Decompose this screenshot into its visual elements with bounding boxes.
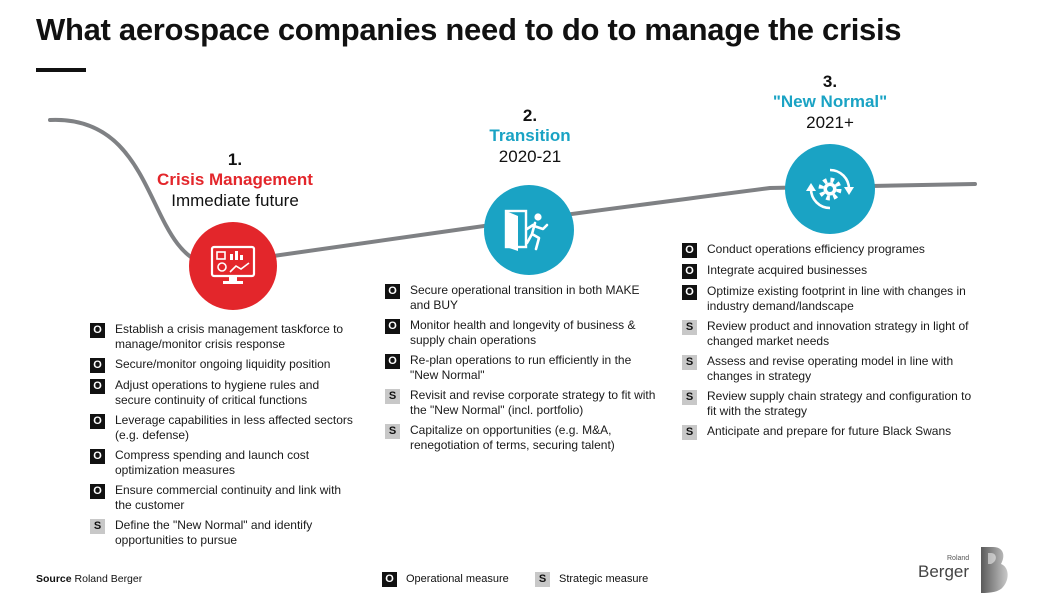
legend-operational: O Operational measure	[382, 571, 509, 587]
measure-type-badge: O	[385, 319, 400, 334]
measure-type-badge: S	[90, 519, 105, 534]
dashboard-monitor-icon	[210, 245, 256, 284]
measure-text: Revisit and revise corporate strategy to…	[410, 388, 656, 417]
measure-type-badge: S	[682, 425, 697, 440]
measure-text: Capitalize on opportunities (e.g. M&A, r…	[410, 423, 615, 452]
measure-item: S Revisit and revise corporate strategy t…	[385, 388, 660, 418]
phase-2-circle	[484, 185, 574, 275]
source-text: Roland Berger	[74, 573, 143, 585]
source-note: Source Roland Berger	[36, 573, 142, 585]
phase-3-number: 3.	[822, 72, 838, 91]
phase-1-timeframe: Immediate future	[171, 190, 299, 210]
measure-item: O Secure operational transition in both M…	[385, 283, 660, 313]
measure-text: Anticipate and prepare for future Black …	[707, 424, 952, 438]
legend-badge: O	[382, 572, 397, 587]
measure-type-badge: O	[385, 354, 400, 369]
phase-2-measure-list: O Secure operational transition in both M…	[385, 283, 660, 458]
measure-item: O Conduct operations efficiency programes	[682, 242, 972, 258]
measure-type-badge: O	[682, 285, 697, 300]
measure-item: O Re-plan operations to run efficiently i…	[385, 353, 660, 383]
gear-cycle-icon	[806, 168, 854, 210]
phase-2-name: Transition	[489, 126, 571, 146]
measure-type-badge: O	[90, 323, 105, 338]
measure-item: O Adjust operations to hygiene rules and …	[90, 378, 358, 408]
phase-1-number: 1.	[227, 150, 243, 169]
measure-item: S Assess and revise operating model in li…	[682, 354, 972, 384]
measure-type-badge: O	[682, 264, 697, 279]
measure-type-badge: S	[385, 424, 400, 439]
phase-2-timeframe: 2020-21	[498, 146, 562, 166]
measure-type-badge: S	[682, 320, 697, 335]
measure-type-badge: O	[90, 358, 105, 373]
measure-item: S Capitalize on opportunities (e.g. M&A, …	[385, 423, 660, 453]
logo-berger-text: Berger	[918, 562, 970, 581]
page-title: What aerospace companies need to do to m…	[36, 12, 902, 47]
legend-strategic: S Strategic measure	[535, 571, 648, 587]
measure-item: S Define the "New Normal" and identify op…	[90, 518, 358, 548]
measure-text: Integrate acquired businesses	[707, 263, 868, 277]
phase-3-name: "New Normal"	[772, 92, 888, 112]
phase-3-measure-list: O Conduct operations efficiency programes…	[682, 242, 972, 445]
legend-label: Operational measure	[406, 573, 509, 585]
phase-1-measure-list: O Establish a crisis management taskforce…	[90, 322, 358, 553]
title-underline	[36, 68, 86, 72]
measure-text: Optimize existing footprint in line with…	[707, 284, 966, 313]
measure-item: O Establish a crisis management taskforce…	[90, 322, 358, 352]
measure-type-badge: S	[385, 389, 400, 404]
measure-item: O Ensure commercial continuity and link w…	[90, 483, 358, 513]
measure-text: Secure/monitor ongoing liquidity positio…	[115, 357, 331, 371]
measure-text: Compress spending and launch cost optimi…	[115, 448, 310, 477]
measure-item: O Monitor health and longevity of busines…	[385, 318, 660, 348]
measure-text: Assess and revise operating model in lin…	[707, 354, 954, 383]
measure-text: Conduct operations efficiency programes	[707, 242, 925, 256]
measure-text: Review supply chain strategy and configu…	[707, 389, 972, 418]
measure-type-badge: O	[682, 243, 697, 258]
measure-type-badge: O	[90, 449, 105, 464]
measure-item: S Review product and innovation strategy …	[682, 319, 972, 349]
measure-item: S Review supply chain strategy and config…	[682, 389, 972, 419]
measure-text: Establish a crisis management taskforce …	[115, 322, 344, 351]
measure-text: Review product and innovation strategy i…	[707, 319, 969, 348]
phase-3-timeframe: 2021+	[806, 112, 854, 132]
measure-type-badge: O	[90, 379, 105, 394]
measure-text: Adjust operations to hygiene rules and s…	[115, 378, 320, 407]
legend-label: Strategic measure	[559, 573, 649, 585]
measure-item: O Secure/monitor ongoing liquidity positi…	[90, 357, 358, 373]
measure-item: O Optimize existing footprint in line wit…	[682, 284, 972, 314]
phase-1-header: 1. Crisis Management Immediate future	[130, 150, 340, 211]
exit-door-icon	[504, 209, 549, 251]
measure-item: O Leverage capabilities in less affected …	[90, 413, 358, 443]
measure-text: Leverage capabilities in less affected s…	[115, 413, 353, 442]
phase-1-name: Crisis Management	[157, 170, 313, 190]
measure-text: Monitor health and longevity of business…	[410, 318, 636, 347]
phase-3-header: 3. "New Normal" 2021+	[740, 72, 920, 133]
phase-2-header: 2. Transition 2020-21	[440, 106, 620, 167]
logo-b-mark	[981, 547, 1008, 593]
measure-text: Re-plan operations to run efficiently in…	[410, 353, 632, 382]
legend-badge: S	[535, 572, 550, 587]
measure-text: Define the "New Normal" and identify opp…	[115, 518, 313, 547]
logo-roland-text: Roland	[947, 555, 970, 562]
measure-type-badge: S	[682, 355, 697, 370]
source-label: Source	[36, 573, 72, 585]
phase-2-number: 2.	[522, 106, 538, 125]
measure-text: Secure operational transition in both MA…	[410, 283, 640, 312]
measure-type-badge: O	[90, 414, 105, 429]
measure-type-badge: O	[385, 284, 400, 299]
measure-item: O Compress spending and launch cost optim…	[90, 448, 358, 478]
measure-type-badge: O	[90, 484, 105, 499]
measure-item: S Anticipate and prepare for future Black…	[682, 424, 972, 440]
measure-text: Ensure commercial continuity and link wi…	[115, 483, 342, 512]
phase-1-circle	[189, 222, 277, 310]
phase-3-circle	[785, 144, 875, 234]
measure-type-badge: S	[682, 390, 697, 405]
measure-item: O Integrate acquired businesses	[682, 263, 972, 279]
roland-berger-logo: Roland Berger	[915, 545, 1015, 595]
